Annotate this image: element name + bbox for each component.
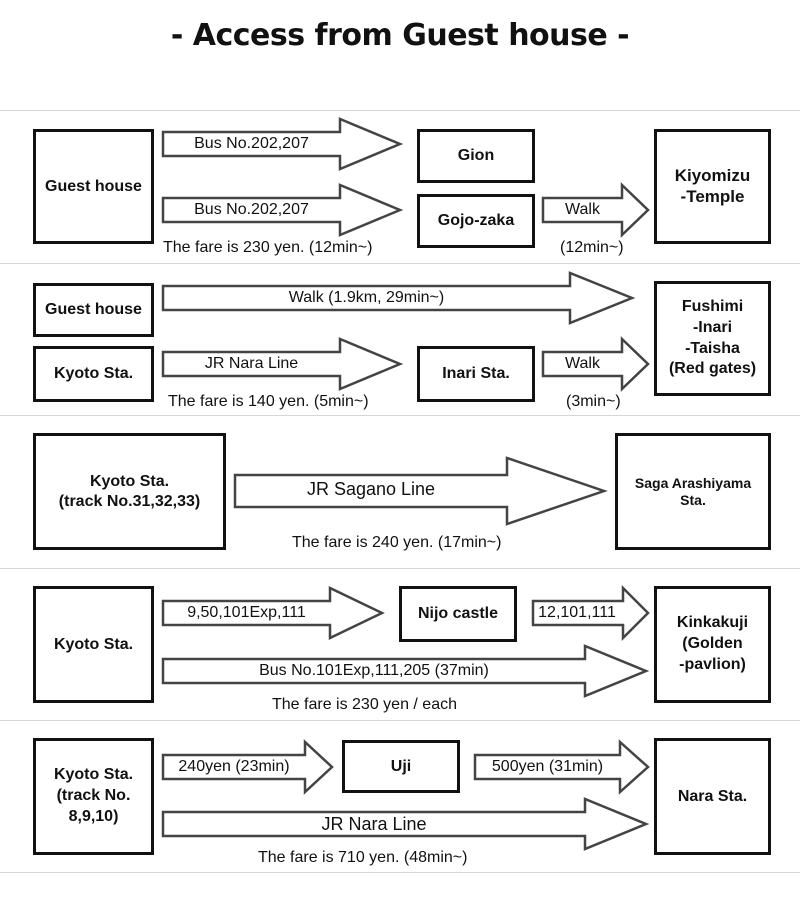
- inari-station-box: Inari Sta.: [417, 346, 535, 402]
- nara-station-box: Nara Sta.: [654, 738, 771, 855]
- jr-nara-line-arrow: [161, 797, 650, 851]
- kyoto-station-box: Kyoto Sta.: [33, 346, 154, 402]
- page-title: - Access from Guest house -: [170, 18, 630, 53]
- jr-arrow-to-inari: [161, 337, 404, 391]
- bus-direct-kinkakuji-label: Bus No.101Exp,111,205 (37min): [259, 662, 489, 679]
- bus-arrow-to-gion: [161, 117, 404, 171]
- walk-arrow-to-kiyomizu: [541, 182, 650, 238]
- fushimi-walk-time: (3min~): [566, 393, 621, 410]
- kiyomizu-fare-note: The fare is 230 yen. (12min~): [163, 239, 373, 256]
- jr-nara-line-label: JR Nara Line: [321, 814, 427, 834]
- saga-arashiyama-box: Saga Arashiyama Sta.: [615, 433, 771, 550]
- uji-to-nara-label: 500yen (31min): [491, 758, 604, 775]
- arrow-to-uji: [161, 739, 334, 795]
- fushimi-fare-note: The fare is 140 yen. (5min~): [168, 393, 369, 410]
- guest-house-box: Guest house: [33, 283, 154, 337]
- kinkakuji-fare-note: The fare is 230 yen / each: [272, 696, 457, 713]
- to-uji-label: 240yen (23min): [178, 758, 290, 775]
- bus-arrow-direct-kinkakuji: [161, 644, 650, 698]
- section-divider: [0, 263, 800, 264]
- guest-house-box: Guest house: [33, 129, 154, 244]
- kyoto-station-box: Kyoto Sta.: [33, 586, 154, 703]
- section-divider: [0, 110, 800, 111]
- jr-sagano-arrow: [233, 456, 608, 526]
- gion-box: Gion: [417, 129, 535, 183]
- gojo-zaka-box: Gojo-zaka: [417, 194, 535, 248]
- nijo-castle-box: Nijo castle: [399, 586, 517, 642]
- jr-nara-line-label: JR Nara Line: [204, 355, 299, 372]
- section-divider: [0, 720, 800, 721]
- walk-to-taisha-label: Walk: [565, 355, 600, 372]
- walk-arrow-to-taisha: [541, 336, 650, 392]
- uji-box: Uji: [342, 740, 460, 793]
- saga-fare-note: The fare is 240 yen. (17min~): [292, 534, 502, 551]
- bus-arrow-to-nijo: [161, 586, 385, 640]
- bus-to-nijo-label: 9,50,101Exp,111: [187, 604, 306, 621]
- walk-to-fushimi-label: Walk (1.9km, 29min~): [288, 289, 445, 306]
- bus-to-gion-label: Bus No.202,207: [194, 135, 309, 152]
- section-divider: [0, 568, 800, 569]
- walk-to-kiyomizu-label: Walk: [565, 201, 600, 218]
- bus-arrow-nijo-to-kinkakuji: [531, 584, 650, 642]
- arrow-uji-to-nara: [473, 739, 650, 795]
- bus-arrow-to-gojo: [161, 183, 404, 237]
- kiyomizu-walk-time: (12min~): [560, 239, 624, 256]
- kinkakuji-box: Kinkakuji (Golden -pavlion): [654, 586, 771, 703]
- section-divider: [0, 872, 800, 873]
- fushimi-inari-box: Fushimi -Inari -Taisha (Red gates): [654, 281, 771, 396]
- bus-nijo-to-kinkakuji-label: 12,101,111: [538, 604, 616, 621]
- kyoto-station-track-box: Kyoto Sta. (track No.31,32,33): [33, 433, 226, 550]
- kyoto-station-track-box: Kyoto Sta. (track No. 8,9,10): [33, 738, 154, 855]
- section-divider: [0, 415, 800, 416]
- jr-sagano-label: JR Sagano Line: [306, 479, 436, 499]
- bus-to-gojo-label: Bus No.202,207: [194, 201, 309, 218]
- nara-fare-note: The fare is 710 yen. (48min~): [258, 849, 468, 866]
- walk-arrow-to-fushimi: [161, 271, 636, 325]
- kiyomizu-temple-box: Kiyomizu -Temple: [654, 129, 771, 244]
